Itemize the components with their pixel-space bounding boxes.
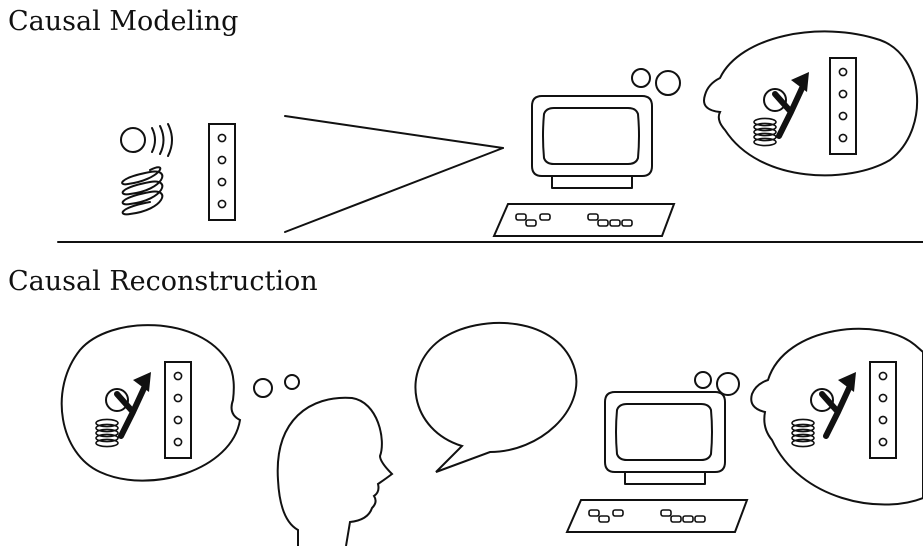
spring-icon [121, 166, 164, 216]
light-panel-icon [208, 123, 236, 221]
observation-cone [284, 115, 504, 233]
right-light-panel-icon [869, 361, 897, 459]
model-light-panel-icon [829, 57, 857, 155]
left-light-panel-icon [164, 361, 192, 459]
speech-bubble-icon [414, 322, 578, 473]
sound-waves-icon [151, 123, 173, 157]
computer-icon-bottom [566, 391, 748, 533]
thought-bubble-icon [631, 30, 919, 177]
causal-modeling-title: Causal Modeling [8, 6, 239, 37]
world-ball-icon [120, 127, 146, 153]
human-head-icon [276, 396, 394, 546]
causal-reconstruction-title: Causal Reconstruction [8, 266, 318, 297]
computer-icon [493, 95, 675, 237]
